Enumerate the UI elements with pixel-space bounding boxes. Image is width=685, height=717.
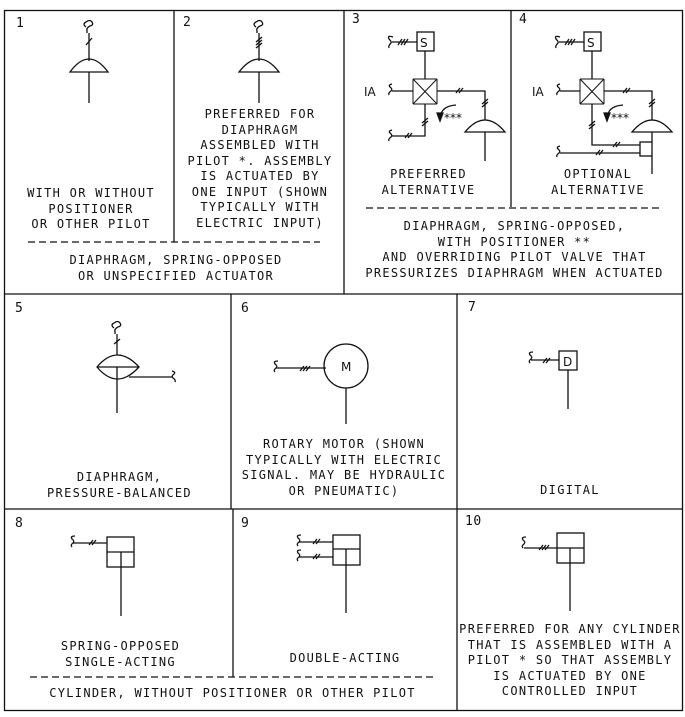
digital-actuator-symbol-7	[528, 350, 578, 409]
caption-10: PREFERRED FOR ANY CYLINDER THAT IS ASSEM…	[459, 622, 681, 698]
instrument-air-label-3: IA	[364, 85, 377, 99]
solenoid-label-3: S	[420, 36, 428, 50]
caption-1: WITH OR WITHOUT POSITIONER OR OTHER PILO…	[27, 186, 155, 231]
caption-9: DOUBLE-ACTING	[289, 651, 401, 665]
instrument-air-label-4: IA	[532, 85, 545, 99]
cell-number-4: 4	[519, 12, 528, 27]
caption-4: OPTIONAL ALTERNATIVE	[551, 167, 645, 197]
cell-number-5: 5	[15, 301, 24, 316]
solenoid-pilot-diaphragm-symbol-3	[387, 31, 507, 161]
solenoid-pilot-diaphragm-symbol-4	[554, 31, 674, 174]
cylinder-with-pilot-symbol-10	[521, 532, 585, 611]
cell-number-10: 10	[465, 514, 482, 529]
caption-8: SPRING-OPPOSED SINGLE-ACTING	[60, 639, 181, 669]
diaphragm-actuator-symbol-2	[237, 19, 281, 103]
cell-number-1: 1	[16, 16, 25, 31]
cell-number-7: 7	[468, 300, 477, 315]
cell-number-9: 9	[241, 516, 250, 531]
rotary-motor-symbol-6	[273, 343, 369, 424]
group-caption-1-2: DIAPHRAGM, SPRING-OPPOSED OR UNSPECIFIED…	[69, 253, 283, 283]
caption-3: PREFERRED ALTERNATIVE	[381, 167, 476, 197]
cell-number-6: 6	[241, 301, 250, 316]
caption-5: DIAPHRAGM, PRESSURE-BALANCED	[47, 470, 192, 500]
cell-number-3: 3	[352, 12, 361, 27]
group-caption-8-9: CYLINDER, WITHOUT POSITIONER OR OTHER PI…	[49, 686, 416, 700]
caption-7: DIGITAL	[540, 483, 600, 497]
note-mark-3: ***	[444, 111, 462, 125]
note-mark-4: ***	[611, 111, 629, 125]
caption-2: PREFERRED FOR DIAPHRAGM ASSEMBLED WITH P…	[187, 107, 333, 230]
motor-label-6: M	[341, 360, 351, 374]
single-acting-cylinder-symbol-8	[70, 535, 135, 616]
digital-label-7: D	[563, 355, 572, 369]
double-acting-cylinder-symbol-9	[296, 534, 361, 613]
solenoid-label-4: S	[587, 36, 595, 50]
pressure-balanced-diaphragm-symbol-5	[96, 320, 176, 413]
cell-number-8: 8	[15, 516, 24, 531]
cell-number-2: 2	[183, 15, 192, 30]
group-caption-3-4: DIAPHRAGM, SPRING-OPPOSED, WITH POSITION…	[365, 219, 664, 280]
diaphragm-actuator-symbol-1	[68, 19, 110, 103]
caption-6: ROTARY MOTOR (SHOWN TYPICALLY WITH ELECT…	[241, 437, 447, 498]
